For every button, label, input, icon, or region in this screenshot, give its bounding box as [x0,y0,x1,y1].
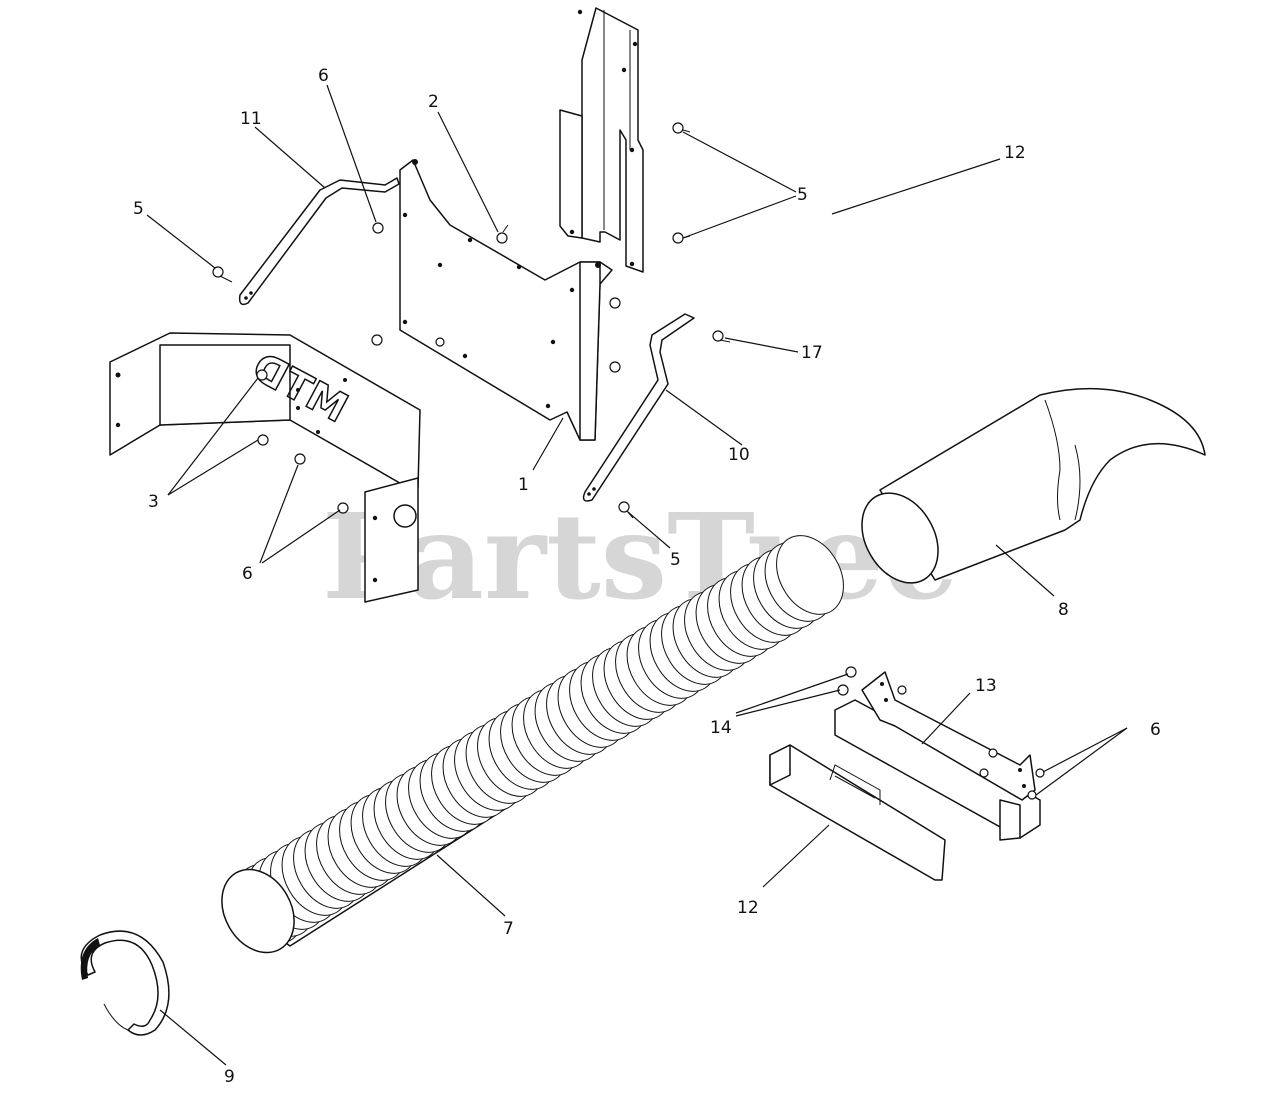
callout-14: 14 [710,718,732,738]
callout-3: 3 [148,492,159,512]
callout-17: 17 [801,343,823,363]
bolt-5-mid [672,232,691,244]
callouts: 1 2 3 5 5 5 6 6 6 7 8 9 10 11 12 12 13 1… [133,66,1161,1087]
hardware-14 [837,666,857,696]
bolt-5-left [212,266,233,283]
leader-lines [146,84,1128,1066]
flex-hose [221,535,844,954]
chute-nozzle [861,387,1206,584]
nut-6-top [372,222,384,234]
callout-12-upper: 12 [1004,143,1026,163]
mounting-bracket-upper [559,7,644,273]
callout-2: 2 [428,92,439,112]
bolt-5-upper [672,122,691,134]
bolt-plate-1 [609,297,621,309]
nut-3-b [257,434,269,446]
main-plate [399,159,613,441]
callout-8: 8 [1058,600,1069,620]
nut-plate-c [371,334,383,346]
brush-block [769,744,946,881]
callout-10: 10 [728,445,750,465]
nut-6-a [294,453,306,465]
callout-9: 9 [224,1067,235,1087]
bolt-2 [496,224,509,244]
hose-clamp [80,930,170,1036]
callout-5-lower: 5 [670,550,681,570]
callout-11: 11 [240,109,262,129]
hose-rib [776,535,844,615]
nut-6-b [337,502,349,514]
watermark: PartsTree TM [322,487,959,626]
bolt-17 [712,330,731,343]
callout-6-top: 6 [318,66,329,86]
callout-5-left: 5 [133,199,144,219]
support-arm-10 [582,313,695,502]
watermark-text: PartsTree [322,487,959,626]
bolt-plate-2 [609,361,621,373]
callout-6-right: 6 [1150,720,1161,740]
nut-plate-d [435,337,445,347]
support-arm-11 [238,177,400,306]
nut-3-a [256,369,268,381]
brush-holder [834,671,1045,841]
callout-5-right: 5 [797,185,808,205]
callout-1: 1 [518,475,529,495]
callout-6-left: 6 [242,564,253,584]
callout-12-lower: 12 [737,898,759,918]
callout-7: 7 [503,919,514,939]
callout-13: 13 [975,676,997,696]
